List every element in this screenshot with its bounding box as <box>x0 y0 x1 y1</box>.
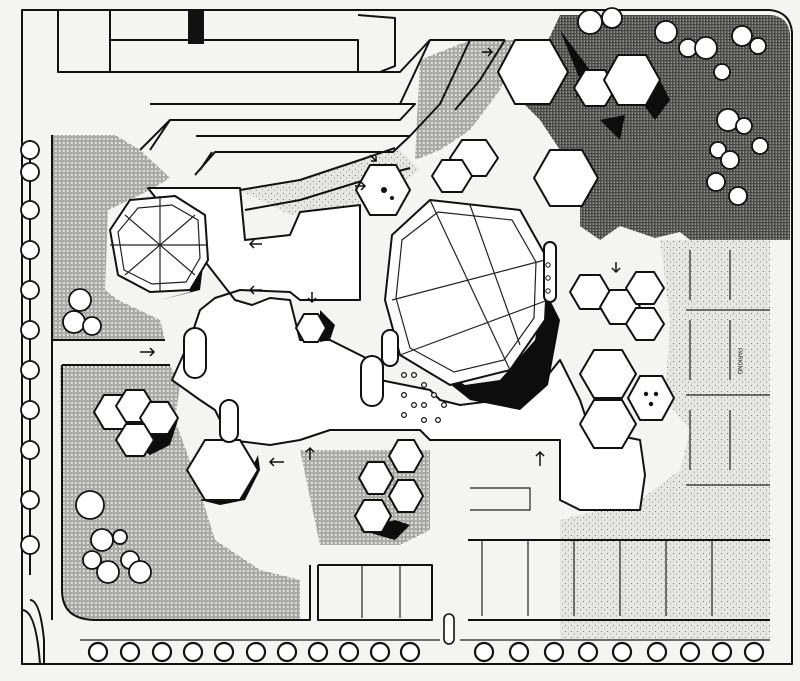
hexagon-pod-icon <box>431 159 473 193</box>
hexagon-pod-icon <box>139 401 179 435</box>
hexagon-pod-icon <box>388 439 424 473</box>
hexagon-pod-icon <box>579 399 637 449</box>
parking-label: PARKING <box>736 348 742 375</box>
planter-row <box>80 613 770 663</box>
hexagon-pod-icon <box>115 423 155 457</box>
hexagon-pods <box>93 39 675 533</box>
hexagon-pod-icon <box>358 461 394 495</box>
parking-lot: PARKING <box>317 250 770 621</box>
building-mark <box>188 10 204 44</box>
site-boundary <box>21 9 793 665</box>
hexagon-pod-icon <box>295 313 327 343</box>
hexagon-pod-icon <box>627 375 675 421</box>
dot-grid <box>401 262 551 424</box>
tree-icon <box>20 7 769 584</box>
hexagon-pod-icon <box>533 149 599 207</box>
hexagon-pod-icon <box>497 39 569 105</box>
hexagon-pod-icon <box>625 307 665 341</box>
hexagon-pod-icon <box>603 54 661 106</box>
hexagon-pod-icon <box>186 439 259 501</box>
hexagon-pod-icon <box>569 274 611 310</box>
octagon-dome-icon <box>109 195 209 293</box>
small-structures <box>183 241 557 443</box>
hexagon-pod-icon <box>354 499 392 533</box>
arrow-icon <box>140 47 621 467</box>
hexagon-pod-icon <box>625 271 665 305</box>
central-dome-building <box>384 199 549 386</box>
hexagon-pod-icon <box>388 479 424 513</box>
hexagon-pod-icon <box>579 349 637 399</box>
